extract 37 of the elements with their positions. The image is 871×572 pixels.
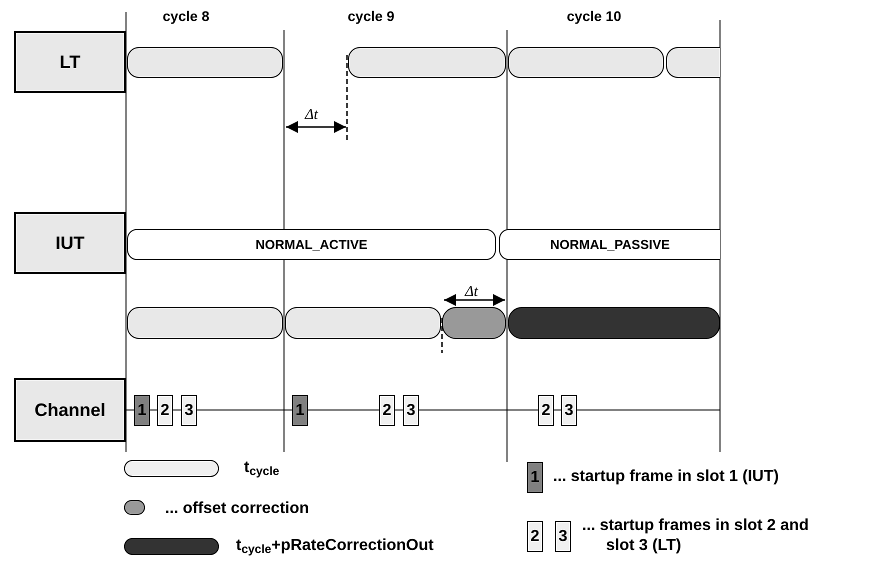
legend-sample: 1 <box>527 462 543 493</box>
corrected-cycle-bar <box>508 307 720 339</box>
cycle-bar <box>127 307 283 339</box>
legend-sample <box>124 538 219 555</box>
cycle-label: cycle 10 <box>566 7 622 26</box>
legend-text: ... startup frames in slot 2 and slot 3 (LT) <box>582 516 810 556</box>
dimension-label: Δt <box>465 283 478 302</box>
startup-frame: 3 <box>403 395 419 426</box>
startup-frame: 2 <box>157 395 173 426</box>
cycle-bar <box>348 47 506 78</box>
startup-frame: 3 <box>181 395 197 426</box>
state-bar: NORMAL_PASSIVE <box>499 229 720 260</box>
legend-text: t$_{cycle}$+pRateCorrectionOut <box>236 536 434 558</box>
state-bar: NORMAL_ACTIVE <box>127 229 496 260</box>
lane-label-box: LT <box>14 31 126 93</box>
cycle-label: cycle 8 <box>162 7 210 26</box>
cycle-bar <box>127 47 283 78</box>
cycle-label: cycle 9 <box>346 7 396 26</box>
legend-text: ... startup frame in slot 1 (IUT) <box>553 467 779 487</box>
cycle-bar <box>508 47 664 78</box>
lane-label-box: IUT <box>14 212 126 274</box>
cycle-bar <box>666 47 720 78</box>
legend-sample <box>124 460 219 477</box>
startup-frame: 1 <box>134 395 150 426</box>
dimension-label: Δt <box>305 106 318 125</box>
legend-text: t$_{cycle}$ <box>244 458 280 480</box>
startup-frame: 2 <box>379 395 395 426</box>
legend-text: ... offset correction <box>165 499 310 519</box>
lane-label-box: Channel <box>14 378 126 442</box>
legend-sample <box>124 500 145 515</box>
offset-correction-bar <box>442 307 506 339</box>
legend-sample: 3 <box>555 521 571 552</box>
cycle-bar <box>285 307 441 339</box>
startup-frame: 2 <box>538 395 554 426</box>
legend-sample: 2 <box>527 521 543 552</box>
startup-frame: 1 <box>292 395 308 426</box>
startup-frame: 3 <box>561 395 577 426</box>
